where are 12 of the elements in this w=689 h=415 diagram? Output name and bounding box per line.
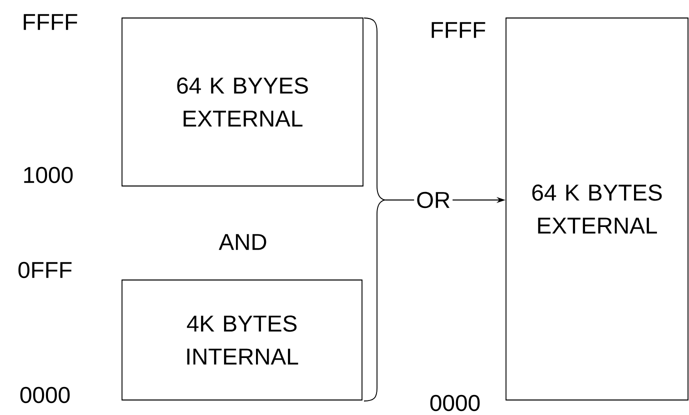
address-label: FFFF — [24, 14, 78, 30]
address-label: 1000 — [24, 166, 73, 184]
memory-box: 64 K BYTES EXTERNAL — [506, 18, 688, 400]
address-label: FFFF — [432, 22, 486, 38]
address-label: 0FFF — [18, 262, 72, 278]
memory-box: 4K BYTES INTERNAL — [122, 280, 362, 400]
address-label: AND — [218, 234, 266, 250]
memory-box: 64 K BYYES EXTERNAL — [122, 18, 364, 186]
brace — [364, 18, 386, 402]
address-label: 0000 — [430, 394, 480, 412]
address-label: 0000 — [20, 386, 70, 404]
edge-label: OR — [417, 192, 450, 208]
